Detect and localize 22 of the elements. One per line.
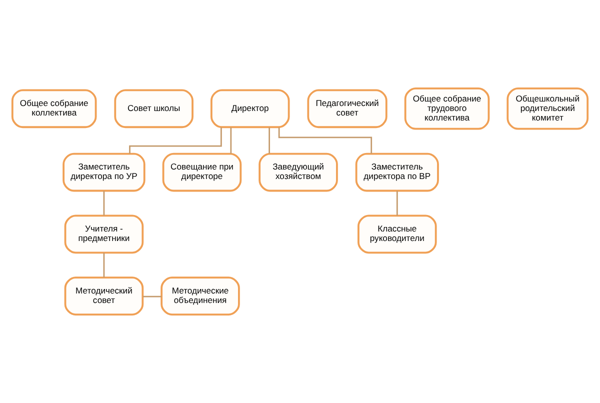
- node-box: Заведующий хозяйством: [258, 152, 338, 192]
- connector: [103, 190, 105, 216]
- node-box: Совещание при директоре: [162, 152, 242, 192]
- connector: [103, 252, 105, 278]
- node-box: Общешкольный родительский комитет: [506, 88, 589, 130]
- connector: [278, 127, 372, 154]
- node-box: Директор: [210, 89, 290, 128]
- node-box: Заместитель директора по УР: [62, 152, 146, 192]
- node-box: Общее собрание трудового коллектива: [404, 88, 490, 130]
- node-box: Общее собрание коллектива: [11, 89, 97, 128]
- node-box: Заместитель директора по ВР: [355, 152, 439, 192]
- node-box: Методические объединения: [160, 276, 240, 316]
- node-box: Учителя - предметники: [64, 214, 144, 254]
- connector: [142, 296, 162, 298]
- connector: [396, 190, 398, 216]
- node-box: Методический совет: [64, 276, 144, 316]
- node-box: Педагогический совет: [307, 89, 388, 128]
- connector: [129, 127, 222, 154]
- connector: [230, 127, 232, 154]
- node-box: Классные руководители: [358, 214, 437, 254]
- node-box: Совет школы: [114, 89, 194, 128]
- connector: [268, 127, 270, 154]
